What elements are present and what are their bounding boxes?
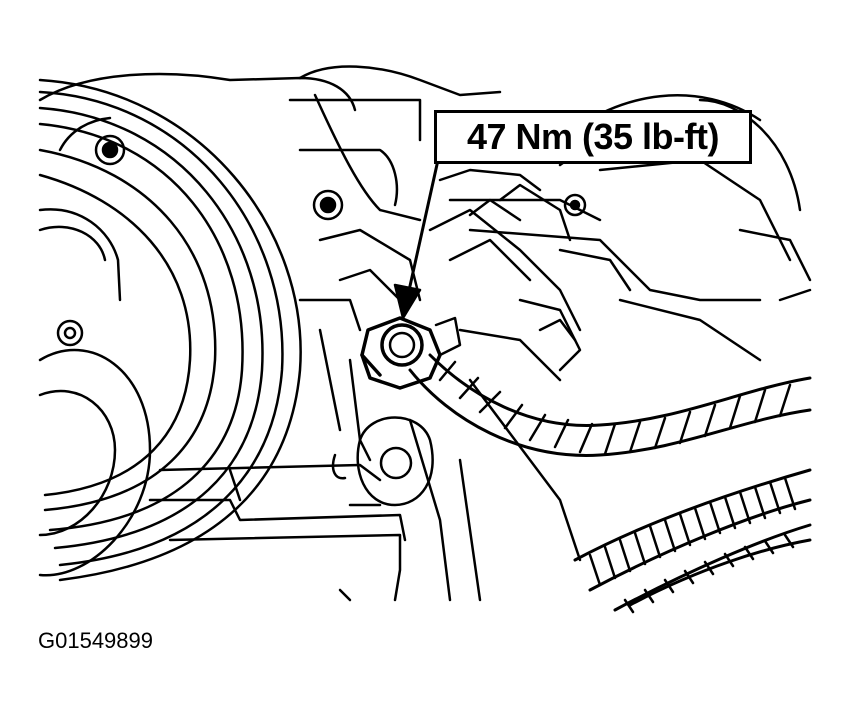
figure-id-label: G01549899: [38, 628, 153, 653]
housing-bolt-upper: [314, 191, 342, 219]
wiring-harness: [410, 355, 810, 455]
ground-bolt: [362, 318, 460, 388]
housing-bolt-top-left: [96, 136, 124, 164]
corrugated-hoses: [575, 470, 810, 612]
bracket-lower-hole: [358, 418, 433, 506]
housing-bolt-right: [565, 195, 585, 215]
callout-leader-arrow: [395, 160, 438, 318]
mount-bracket: [320, 185, 630, 370]
housing-bolt-left: [58, 321, 82, 345]
torque-callout-box: 47 Nm (35 lb-ft): [434, 110, 752, 164]
flywheel: [40, 80, 301, 580]
torque-specification: 47 Nm (35 lb-ft): [466, 116, 720, 157]
